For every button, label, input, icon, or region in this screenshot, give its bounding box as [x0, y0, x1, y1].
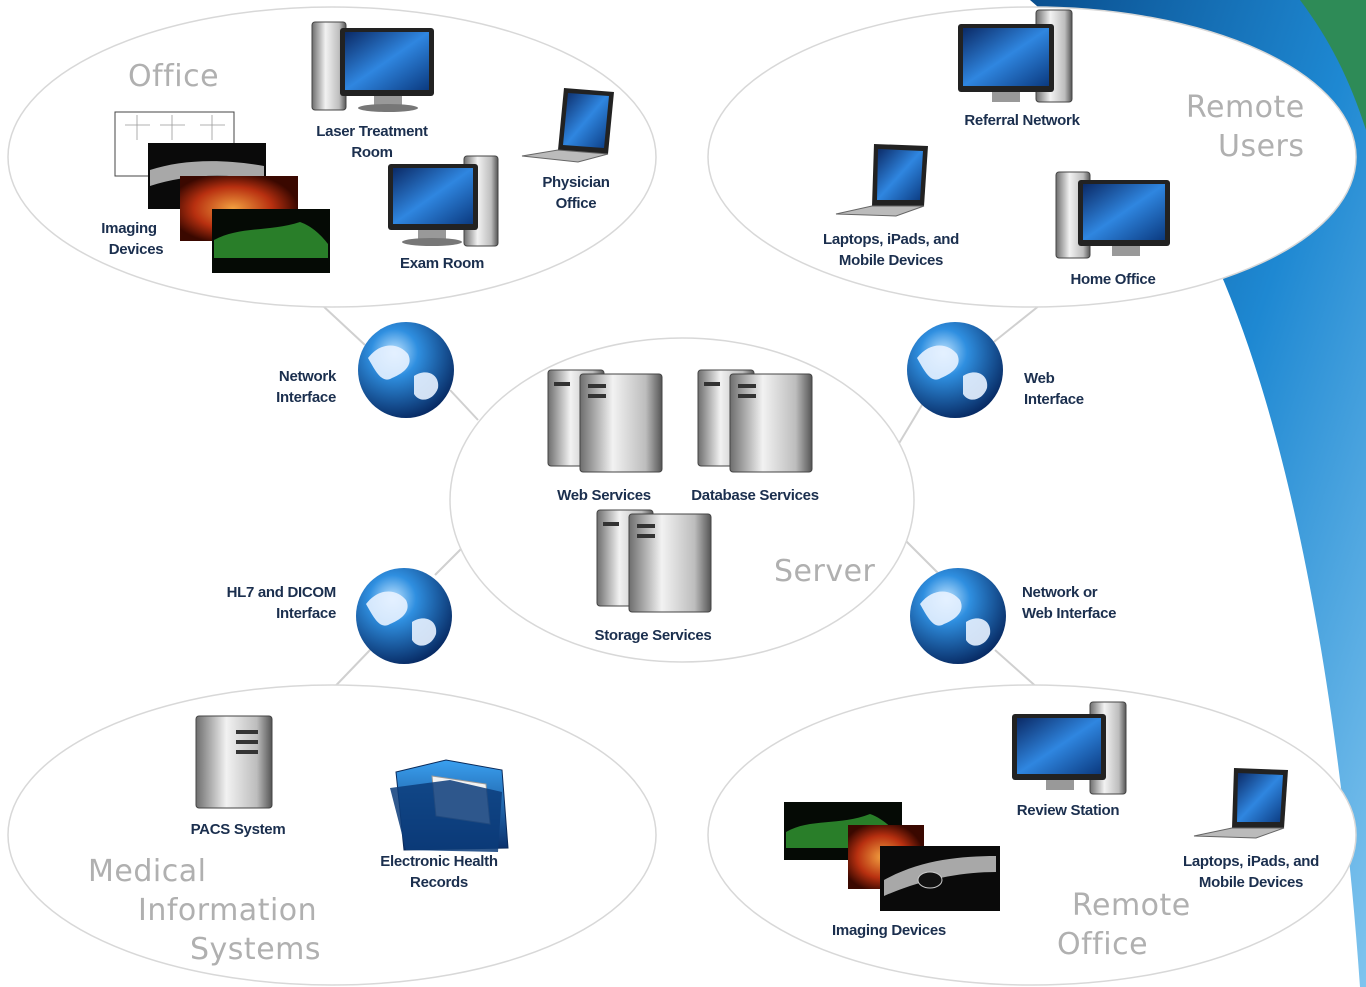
office-imaging-devices-icon	[114, 111, 330, 273]
label-line: Room	[351, 144, 393, 161]
hl7-dicom-globe-icon	[356, 568, 452, 664]
database-services-server-icon	[697, 369, 813, 473]
label-electronic-health-records: Electronic Health Records	[368, 851, 510, 893]
label-remote-office-imaging-devices: Imaging Devices	[832, 922, 946, 939]
web-interface-globe-icon	[907, 322, 1003, 418]
ehr-folder-icon	[390, 759, 509, 852]
label-line: Interface	[276, 389, 336, 406]
label-exam-room: Exam Room	[400, 255, 484, 272]
label-line: Network	[278, 368, 336, 385]
label-line: Interface	[1024, 391, 1084, 408]
label-referral-network: Referral Network	[964, 112, 1080, 129]
label-line: Web Interface	[1022, 605, 1117, 622]
remote-users-laptop-icon	[835, 144, 928, 217]
group-title-medical-line3: Systems	[190, 932, 321, 967]
label-storage-services: Storage Services	[594, 627, 712, 644]
review-station-computer-icon	[1012, 701, 1127, 795]
group-title-medical-line1: Medical	[88, 854, 207, 889]
group-title-office: Office	[128, 59, 220, 94]
label-network-or-web-interface: Network or Web Interface	[1022, 582, 1142, 624]
label-line: Records	[410, 874, 468, 891]
label-line: HL7 and DICOM	[226, 584, 337, 601]
label-network-interface: Network Interface	[236, 366, 336, 408]
group-title-medical-line2: Information	[138, 893, 318, 928]
group-title-remote-users-line2: Users	[1218, 129, 1305, 164]
exam-room-computer-icon	[388, 155, 499, 247]
label-line: Physician	[542, 174, 610, 191]
label-review-station: Review Station	[1016, 802, 1120, 819]
label-home-office: Home Office	[1070, 271, 1156, 288]
laser-room-computer-icon	[311, 21, 434, 112]
label-physician-office: Physician Office	[526, 172, 626, 214]
referral-network-computer-icon	[958, 9, 1073, 103]
physician-laptop-icon	[521, 88, 614, 163]
label-database-services: Database Services	[691, 487, 819, 504]
label-web-interface: Web Interface	[1024, 368, 1124, 410]
label-line: Laser Treatment	[316, 123, 428, 140]
label-laser-treatment-room: Laser Treatment Room	[302, 121, 442, 163]
network-interface-globe-icon	[358, 322, 454, 418]
remote-office-imaging-devices-icon	[784, 802, 1000, 911]
label-remote-office-laptops: Laptops, iPads, and Mobile Devices	[1170, 851, 1332, 893]
label-web-services: Web Services	[557, 487, 651, 504]
group-title-remote-office-line1: Remote	[1072, 888, 1191, 923]
label-line: Office	[555, 195, 597, 212]
group-title-server: Server	[774, 554, 876, 589]
label-line: Laptops, iPads, and	[823, 231, 959, 248]
network-or-web-globe-icon	[910, 568, 1006, 664]
label-line: Mobile Devices	[1198, 874, 1304, 891]
group-title-remote-office-line2: Office	[1057, 927, 1149, 962]
label-line: Network or	[1022, 584, 1098, 601]
home-office-computer-icon	[1055, 171, 1170, 259]
label-office-imaging-devices: Imaging Devices	[84, 218, 174, 260]
label-line: Interface	[276, 605, 336, 622]
label-line: Electronic Health	[380, 853, 498, 870]
label-line: Devices	[108, 241, 164, 258]
label-line: Imaging	[101, 220, 157, 237]
label-pacs-system: PACS System	[190, 821, 286, 838]
group-title-remote-users-line1: Remote	[1186, 90, 1305, 125]
pacs-server-icon	[195, 715, 273, 809]
label-hl7-dicom-interface: HL7 and DICOM Interface	[196, 582, 337, 624]
remote-office-laptop-icon	[1193, 768, 1288, 839]
label-line: Web	[1024, 370, 1055, 387]
storage-services-server-icon	[596, 509, 712, 613]
label-line: Laptops, iPads, and	[1183, 853, 1319, 870]
label-line: Mobile Devices	[838, 252, 944, 269]
label-remote-laptops: Laptops, iPads, and Mobile Devices	[806, 229, 976, 271]
web-services-server-icon	[547, 369, 663, 473]
